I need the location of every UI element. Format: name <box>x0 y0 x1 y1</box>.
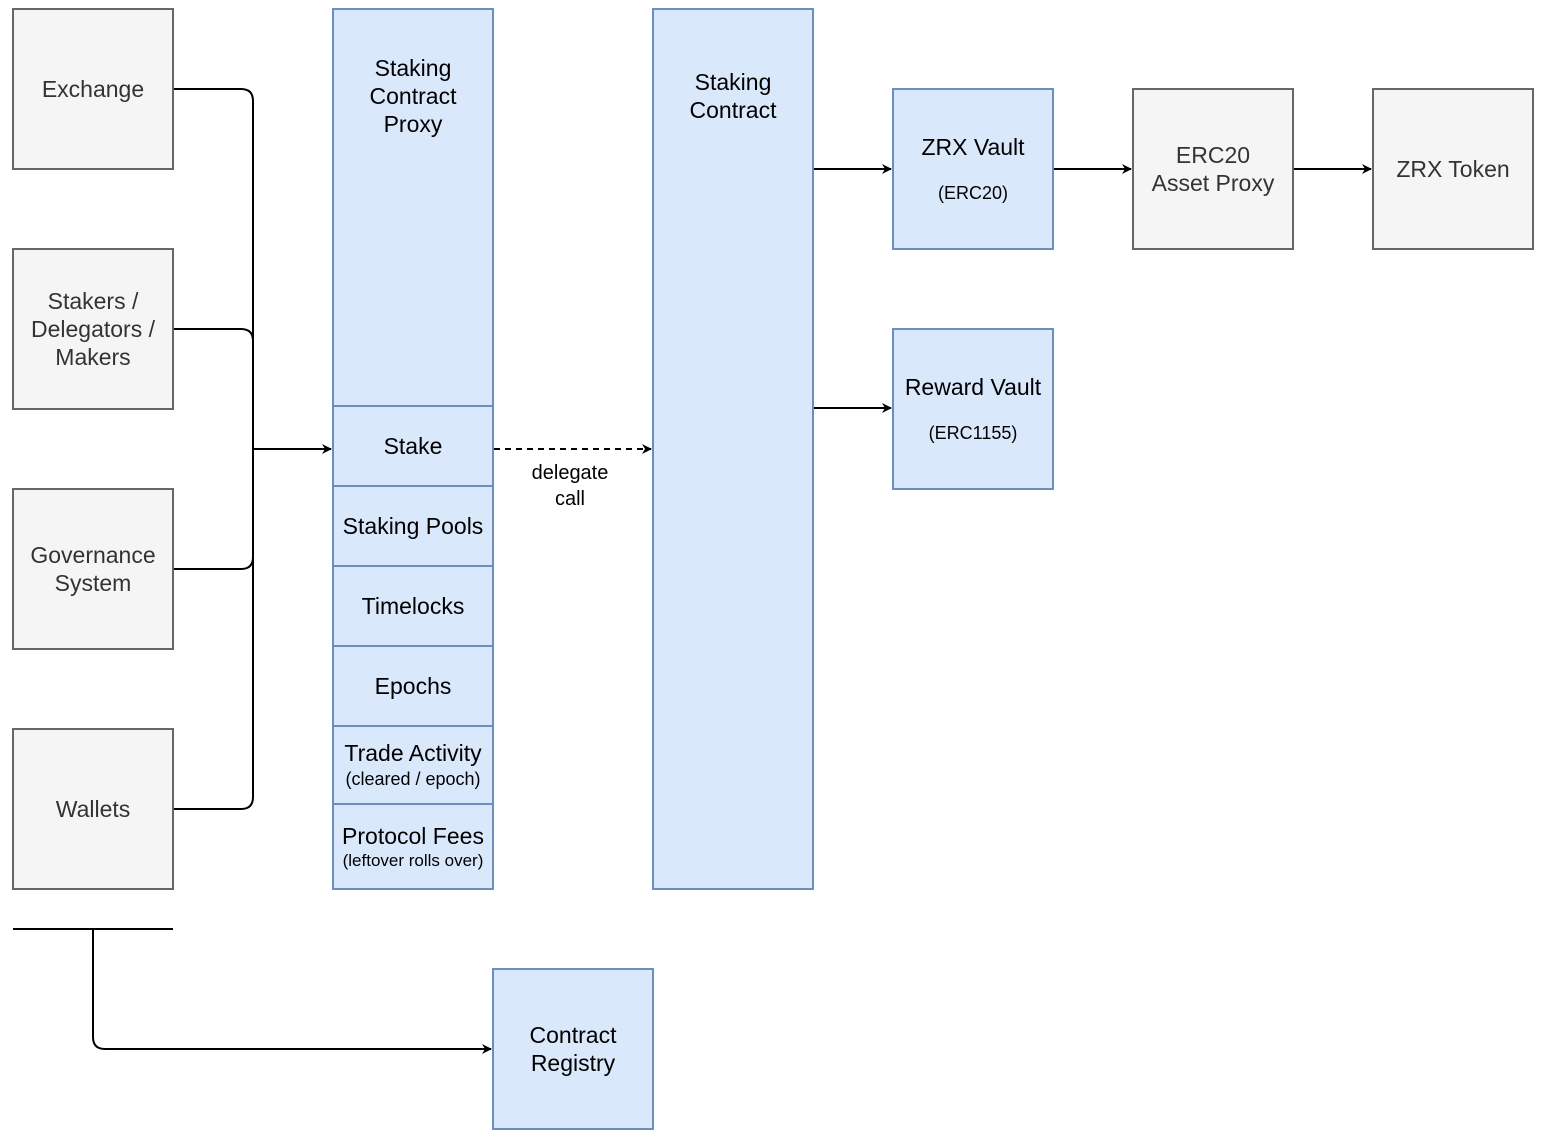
stakers-label: Stakers / Delegators / Makers <box>30 288 155 370</box>
staking-pools-label: Staking Pools <box>342 513 484 539</box>
reward-vault-label: Reward Vault <box>904 374 1042 400</box>
epochs-module: Epochs <box>332 645 494 727</box>
proxy-title: Staking Contract Proxy <box>369 55 457 137</box>
protocol-fees-note: (leftover rolls over) <box>342 850 484 870</box>
protocol-fees-module: Protocol Fees (leftover rolls over) <box>332 803 494 890</box>
stakers-connector <box>173 328 254 449</box>
stakers-box: Stakers / Delegators / Makers <box>12 248 174 410</box>
trade-activity-note: (cleared / epoch) <box>345 769 481 789</box>
erc20-asset-proxy-label: ERC20 Asset Proxy <box>1151 142 1275 196</box>
zrx-token-box: ZRX Token <box>1372 88 1534 250</box>
contract-registry-box: Contract Registry <box>492 968 654 1130</box>
stake-label: Stake <box>383 433 443 459</box>
contract-registry-label: Contract Registry <box>529 1022 617 1076</box>
exchange-label: Exchange <box>41 76 145 102</box>
zrx-vault-box: ZRX Vault (ERC20) <box>892 88 1054 250</box>
timelocks-module: Timelocks <box>332 565 494 647</box>
wallets-box: Wallets <box>12 728 174 890</box>
stake-module: Stake <box>332 405 494 487</box>
exchange-box: Exchange <box>12 8 174 170</box>
delegate-call-label: delegate call <box>531 462 609 510</box>
registry-connector-arrow <box>92 929 492 1054</box>
governance-box: Governance System <box>12 488 174 650</box>
epochs-label: Epochs <box>374 673 452 699</box>
erc20-asset-proxy-box: ERC20 Asset Proxy <box>1132 88 1294 250</box>
trade-activity-module: Trade Activity (cleared / epoch) <box>332 725 494 805</box>
wallets-connector <box>173 449 254 810</box>
exchange-connector <box>173 88 254 449</box>
zrx-token-label: ZRX Token <box>1396 156 1510 182</box>
proxy-box: Staking Contract Proxy <box>332 8 494 407</box>
timelocks-label: Timelocks <box>361 593 465 619</box>
trade-activity-label: Trade Activity <box>344 740 482 766</box>
protocol-fees-label: Protocol Fees <box>342 822 484 849</box>
zrx-vault-note: (ERC20) <box>937 183 1008 203</box>
staking-contract-box: Staking Contract <box>652 8 814 890</box>
staking-pools-module: Staking Pools <box>332 485 494 567</box>
wallets-label: Wallets <box>55 796 131 822</box>
governance-label: Governance System <box>30 542 156 596</box>
governance-connector <box>173 449 254 570</box>
reward-vault-note: (ERC1155) <box>928 423 1018 443</box>
zrx-vault-label: ZRX Vault <box>921 134 1025 160</box>
staking-contract-label: Staking Contract <box>689 69 777 123</box>
reward-vault-box: Reward Vault (ERC1155) <box>892 328 1054 490</box>
